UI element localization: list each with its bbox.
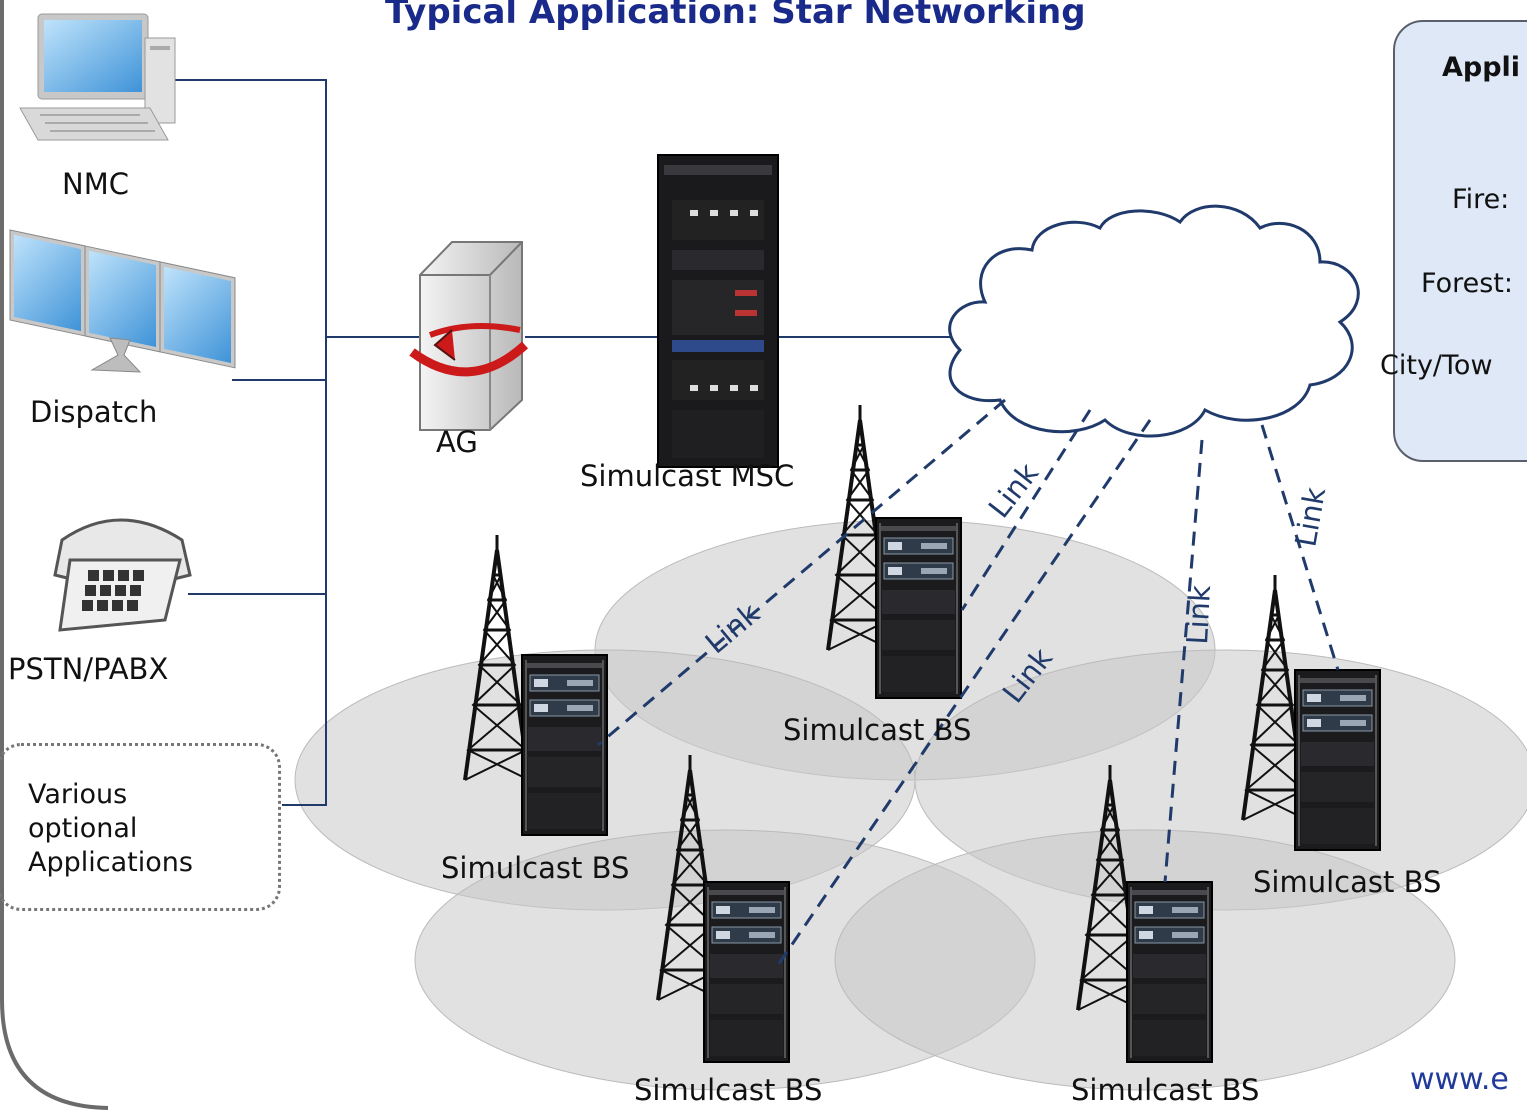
pstn-label: PSTN/PABX: [8, 652, 169, 686]
website-link[interactable]: www.e: [1410, 1062, 1509, 1097]
panel-item-fire: Fire:: [1452, 184, 1510, 215]
bs-rack-icon-bottom-left: [703, 881, 790, 1063]
link-line-center: [960, 409, 1092, 611]
link-label: Link: [982, 456, 1045, 524]
bs-rack-icon-bottom-right: [1126, 881, 1213, 1063]
dispatch-monitors-icon: [9, 229, 236, 373]
bs-label-bottom-left: Simulcast BS: [634, 1073, 823, 1107]
optional-applications-box: [0, 743, 281, 911]
panel-heading: Appli: [1442, 52, 1521, 83]
panel-item-city: City/Tow: [1380, 350, 1493, 381]
link-label: Link: [1180, 584, 1217, 645]
optional-applications-label: Various optional Applications: [28, 779, 193, 878]
msc-label: Simulcast MSC: [580, 459, 795, 493]
gateway-server-icon: [409, 241, 529, 431]
frame-curve: [0, 0, 109, 1110]
bs-label-left: Simulcast BS: [441, 851, 630, 885]
dispatch-label: Dispatch: [30, 395, 158, 429]
bs-label-center: Simulcast BS: [783, 713, 972, 747]
link-line-left: [597, 398, 1006, 747]
ag-label: AG: [436, 425, 478, 459]
link-line-bottom-left: [776, 419, 1152, 966]
applications-panel: Appli Fire: Forest: City/Tow: [1380, 20, 1527, 462]
computer-icon: [19, 13, 176, 141]
telephone-icon: [53, 518, 192, 632]
link-label: Link: [1288, 485, 1332, 550]
link-lines: [597, 398, 1340, 966]
bs-rack-icon-center: [875, 517, 962, 699]
nmc-label: NMC: [62, 167, 129, 201]
bs-rack-icon-right: [1294, 669, 1381, 851]
msc-rack-icon: [657, 154, 779, 468]
panel-item-forest: Forest:: [1421, 268, 1513, 299]
bs-rack-icon-left: [521, 654, 608, 836]
link-line-right: [1260, 424, 1340, 671]
diagram-title: Typical Application: Star Networking: [385, 0, 1086, 32]
bs-label-bottom-right: Simulcast BS: [1071, 1073, 1260, 1107]
cloud-network-icon: [948, 204, 1360, 438]
bus-connector: [175, 79, 950, 806]
link-line-bottom-right: [1163, 439, 1204, 883]
bs-label-right: Simulcast BS: [1253, 865, 1442, 899]
